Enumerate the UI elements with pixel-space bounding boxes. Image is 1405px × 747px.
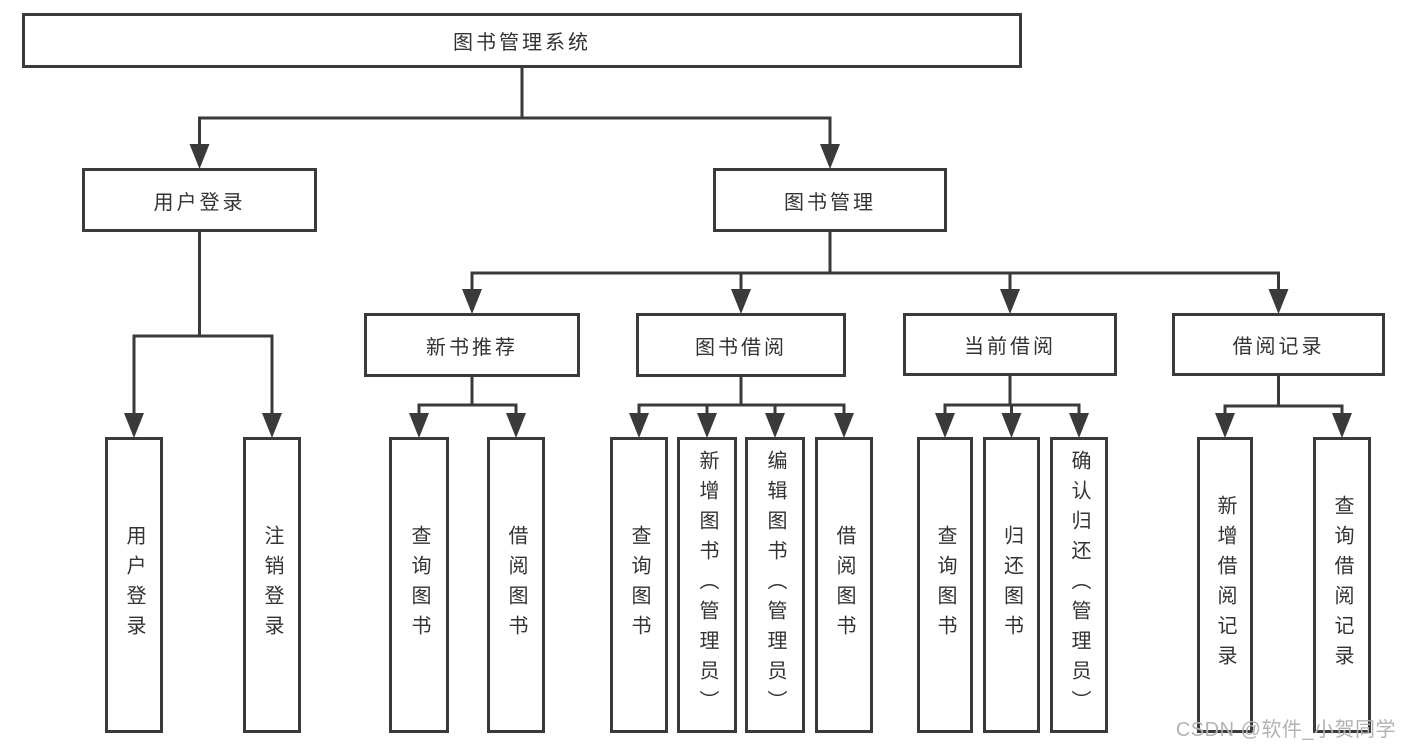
node-cb-query-book: 查询图书	[917, 437, 973, 733]
arrowhead-icon	[765, 413, 785, 438]
arrowhead-icon	[409, 413, 429, 438]
arrowhead-icon	[1001, 413, 1022, 438]
node-user-login: 用户登录	[82, 168, 317, 232]
node-new-book-rec: 新书推荐	[364, 313, 580, 377]
arrowhead-icon	[1215, 413, 1235, 438]
arrowhead-icon	[124, 413, 144, 438]
node-bb-edit-book: 编辑图书（管理员）	[745, 437, 805, 733]
node-cb-return-book: 归还图书	[983, 437, 1040, 733]
node-book-borrow: 图书借阅	[636, 313, 846, 377]
arrowhead-icon	[1000, 289, 1020, 314]
arrowhead-icon	[462, 289, 482, 314]
arrowhead-icon	[820, 144, 840, 169]
node-current-borrow: 当前借阅	[903, 313, 1117, 376]
arrowhead-icon	[189, 144, 210, 169]
node-br-query-record: 查询借阅记录	[1313, 437, 1371, 733]
node-cb-confirm-return: 确认归还（管理员）	[1050, 437, 1108, 733]
arrowhead-icon	[834, 413, 854, 438]
node-bb-add-book: 新增图书（管理员）	[677, 437, 737, 733]
node-system: 图书管理系统	[22, 13, 1022, 68]
arrowhead-icon	[1268, 289, 1289, 314]
node-br-add-record: 新增借阅记录	[1197, 437, 1253, 733]
arrowhead-icon	[935, 413, 955, 438]
arrowhead-icon	[506, 413, 526, 438]
arrowhead-icon	[697, 413, 717, 438]
arrowhead-icon	[731, 289, 751, 314]
arrowhead-icon	[1332, 413, 1352, 438]
arrowhead-icon	[262, 413, 282, 438]
node-bb-query-book: 查询图书	[610, 437, 668, 733]
node-rec-borrow-book: 借阅图书	[487, 437, 545, 733]
arrowhead-icon	[1069, 413, 1089, 438]
arrowhead-icon	[629, 413, 649, 438]
node-logout: 注销登录	[243, 437, 301, 733]
node-login: 用户登录	[105, 437, 163, 733]
node-rec-query-book: 查询图书	[389, 437, 449, 733]
watermark: CSDN @软件_小贺同学	[1175, 719, 1396, 741]
node-bb-borrow-book: 借阅图书	[815, 437, 873, 733]
node-borrow-records: 借阅记录	[1172, 313, 1385, 376]
node-book-mgmt: 图书管理	[713, 168, 947, 232]
